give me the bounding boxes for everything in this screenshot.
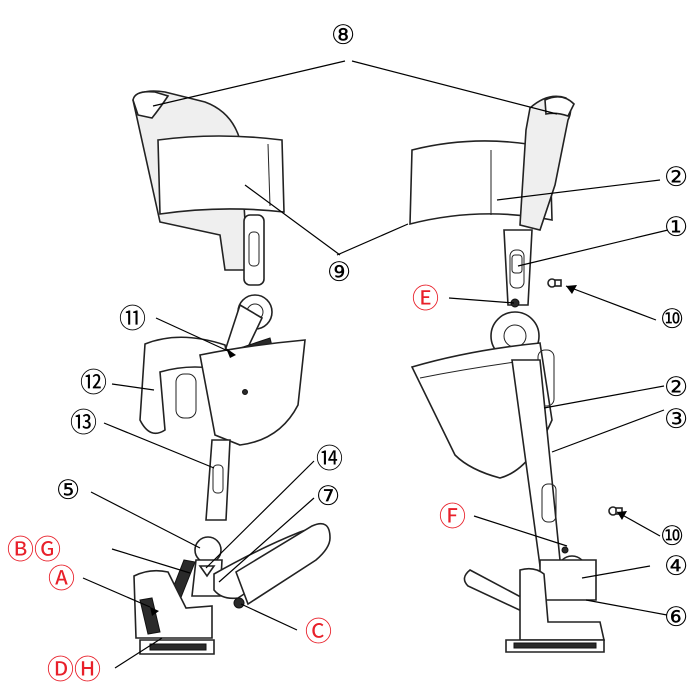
label-6: ⑥ xyxy=(664,602,688,633)
leader-lines xyxy=(82,60,669,669)
label-12: ⑫ xyxy=(80,368,107,399)
label-5: ⑤ xyxy=(56,475,80,506)
label-DH: ⒹⒽ xyxy=(47,655,101,686)
thigh-band-left xyxy=(157,135,285,215)
label-10-lower: ⑩ xyxy=(660,521,684,552)
label-C: Ⓒ xyxy=(305,617,332,648)
label-4: ④ xyxy=(664,551,688,582)
label-10-upper: ⑩ xyxy=(660,304,684,335)
label-BG: ⒷⒼ xyxy=(7,535,61,566)
label-11: ⑪ xyxy=(119,304,146,335)
label-3: ③ xyxy=(664,404,688,435)
thigh-band-right xyxy=(409,140,553,226)
label-A: Ⓐ xyxy=(48,564,75,595)
label-E: Ⓔ xyxy=(412,284,439,315)
label-9: ⑨ xyxy=(327,257,351,288)
label-2-lower: ② xyxy=(664,372,688,403)
label-1: ① xyxy=(664,212,688,243)
label-13: ⑬ xyxy=(70,408,97,439)
left-orthosis xyxy=(132,90,331,655)
part-labels: ⑧ ⑨ ② ① ⑩ Ⓔ ② ③ ⑪ ⑫ ⑬ ⑭ ⑤ ⑦ ⒷⒼ Ⓐ Ⓒ ⒹⒽ Ⓕ … xyxy=(7,20,688,686)
label-8: ⑧ xyxy=(331,20,355,51)
label-F: Ⓕ xyxy=(439,502,466,533)
right-orthosis xyxy=(409,95,623,653)
label-2-upper: ② xyxy=(664,162,688,193)
label-14: ⑭ xyxy=(316,444,343,475)
label-7: ⑦ xyxy=(316,481,340,512)
